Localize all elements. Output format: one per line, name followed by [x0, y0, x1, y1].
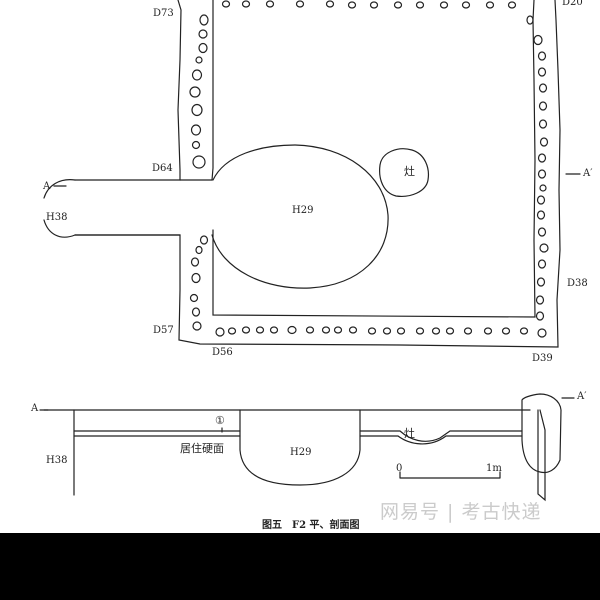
label-floor: 居住硬面 [180, 442, 224, 455]
label-d20: D20 [562, 0, 583, 8]
label-d64: D64 [152, 163, 173, 174]
figure-caption: 图五 F2 平、剖面图 [262, 520, 360, 531]
label-a-plan: A [43, 181, 51, 192]
label-h38-plan: H38 [46, 212, 68, 223]
watermark: 网易号 | 考古快递 [380, 501, 542, 523]
h38-pit-outline [43, 179, 76, 238]
label-d39: D39 [532, 353, 553, 364]
label-d56: D56 [212, 347, 233, 358]
post-holes [189, 0, 549, 338]
scale-zero-label: 0 [396, 463, 403, 474]
h29-pit-outline [211, 144, 389, 289]
right-wall-section [521, 393, 562, 474]
label-a-section: A [31, 403, 39, 414]
label-h29-section: H29 [290, 447, 312, 458]
figure: D73 D20 D64 D38 D57 D56 D39 H29 H38 灶 A … [0, 0, 600, 533]
scale-end-label: 1m [486, 463, 502, 474]
h29-section-outline [239, 409, 361, 486]
label-d38: D38 [567, 278, 588, 289]
label-d57: D57 [153, 325, 174, 336]
label-a-prime-section: A′ [577, 391, 587, 402]
bottom-black-band [0, 533, 600, 600]
label-h38-section: H38 [46, 455, 68, 466]
label-layer-number: ① [215, 414, 225, 427]
label-hearth-plan: 灶 [404, 165, 415, 178]
section-floor-line [73, 430, 241, 437]
label-a-prime-plan: A′ [583, 168, 593, 179]
hearth-outline [379, 148, 430, 197]
label-h29-plan: H29 [292, 205, 314, 216]
scale-bar [399, 471, 501, 479]
inner-wall-outline [211, 0, 536, 318]
hearth-section-outline [359, 430, 523, 445]
plan-and-section-drawing [39, 0, 581, 502]
right-post-section [537, 409, 546, 502]
label-d73: D73 [153, 8, 174, 19]
outer-wall-outline [74, 0, 561, 348]
label-hearth-section: 灶 [404, 427, 415, 440]
